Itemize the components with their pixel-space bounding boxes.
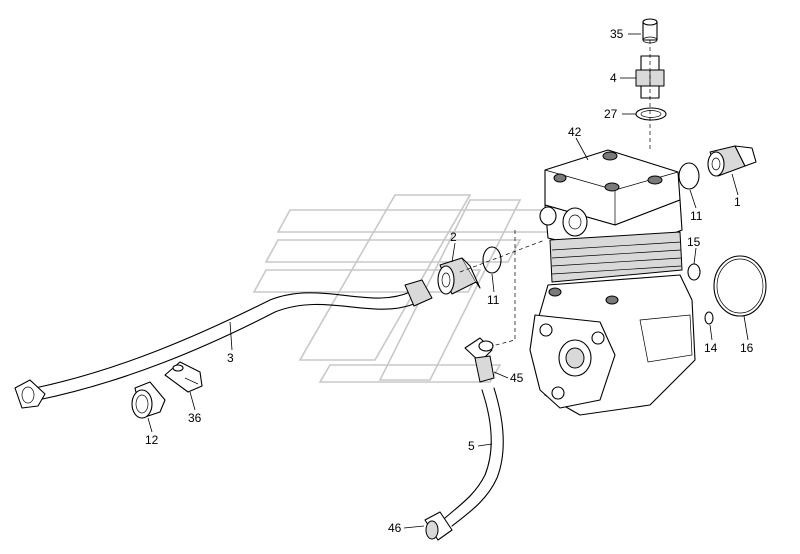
part-36-clamp[interactable] (164, 361, 203, 393)
part-35-cap[interactable] (642, 18, 658, 44)
callout-5: 5 (468, 439, 475, 453)
part-5-hose[interactable] (444, 387, 504, 527)
callout-27: 27 (604, 107, 618, 121)
part-1-fitting[interactable] (707, 145, 757, 177)
part-27-washer[interactable] (635, 107, 667, 121)
callout-14: 14 (704, 341, 718, 355)
callout-12: 12 (145, 433, 159, 447)
callout-2: 2 (450, 230, 457, 244)
callout-15: 15 (687, 235, 701, 249)
callout-3: 3 (227, 351, 234, 365)
callout-1: 1 (734, 195, 741, 209)
part-11-o-ring-lower[interactable] (482, 246, 502, 274)
callout-46: 46 (388, 521, 402, 535)
part-15-washer[interactable] (687, 263, 701, 281)
watermark-logo (252, 194, 562, 383)
part-2-union-nut[interactable] (437, 257, 481, 295)
callout-45: 45 (510, 371, 524, 385)
part-14-small-ring[interactable] (704, 311, 714, 325)
part-11-o-ring-upper[interactable] (678, 162, 700, 190)
part-3-pipe[interactable] (14, 279, 433, 409)
part-12-sleeve[interactable] (131, 381, 166, 419)
callout-11-upper: 11 (690, 209, 703, 223)
part-46-end-fitting[interactable] (424, 511, 453, 541)
callout-11-lower: 11 (487, 293, 500, 307)
callout-35: 35 (610, 27, 624, 41)
callout-4: 4 (610, 71, 617, 85)
callout-42: 42 (568, 125, 582, 139)
callout-16: 16 (740, 341, 754, 355)
leader-lines (147, 33, 749, 529)
compressor-assembly[interactable] (529, 149, 696, 416)
part-45-elbow-fitting[interactable] (464, 337, 495, 383)
callout-labels: 35 4 27 42 11 1 2 11 15 3 45 14 16 12 36… (145, 27, 754, 535)
callout-36: 36 (188, 411, 202, 425)
alignment-lines (459, 40, 651, 347)
part-16-large-o-ring[interactable] (713, 255, 767, 317)
